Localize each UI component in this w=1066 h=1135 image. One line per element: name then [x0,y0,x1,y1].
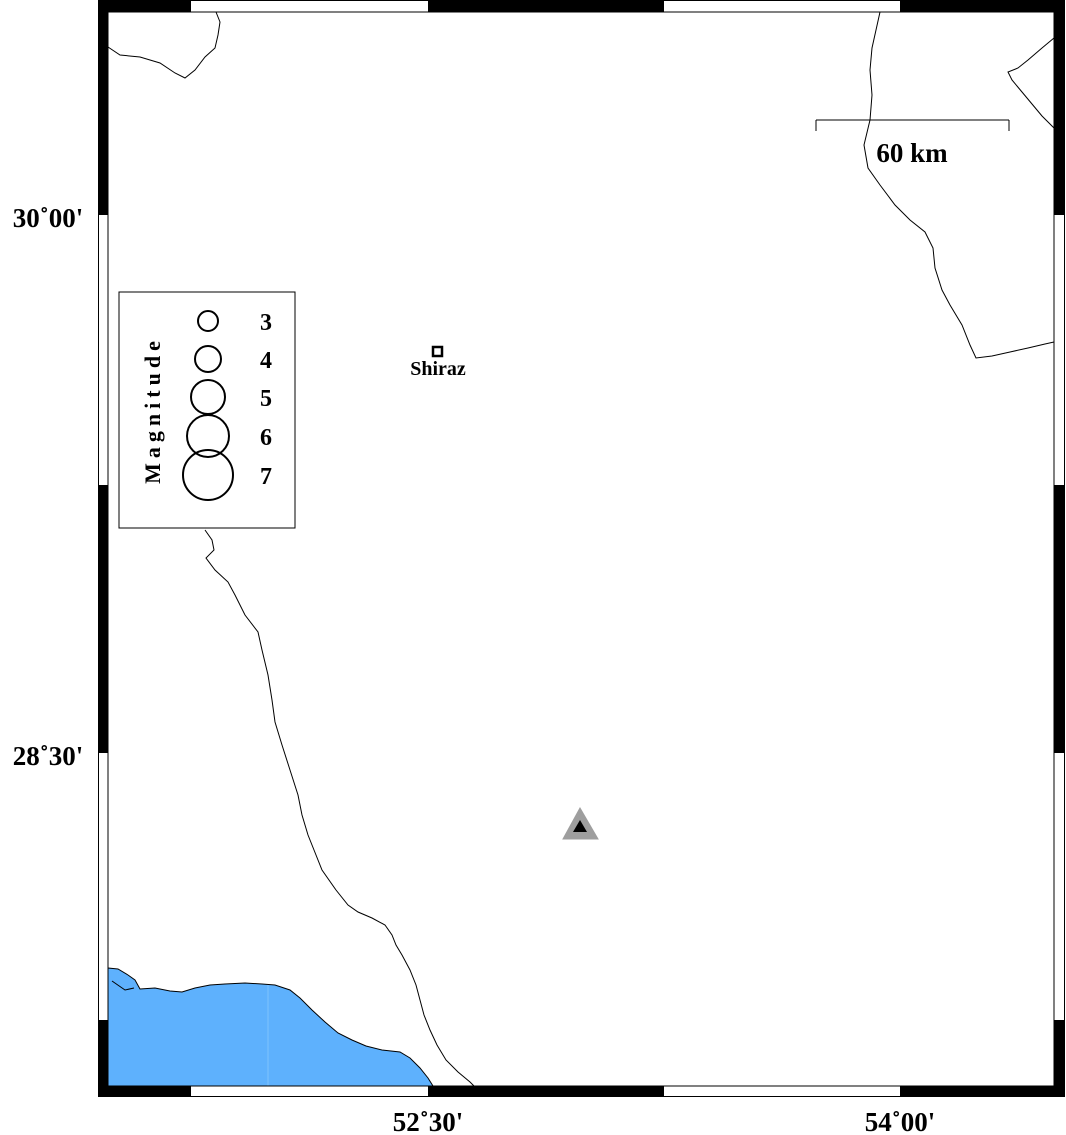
border-line-nw [107,11,221,79]
lat-label-28-30: 28˚30' [13,741,84,771]
legend-label-4: 4 [260,348,272,374]
frame-seg-right [1054,485,1065,753]
scale-bar-label: 60 km [876,138,948,168]
frame-seg-top [900,0,1064,12]
legend-circle-3 [197,310,219,332]
city-square-icon [431,345,444,358]
legend-circle-4 [194,345,222,373]
lon-label-54: 54˚00' [865,1107,936,1135]
station-marker [562,806,599,840]
frame-seg-right [1054,1020,1065,1096]
frame-seg-right [1054,0,1065,215]
frame-seg-bottom [98,1086,191,1096]
magnitude-legend: Magnitude 3 4 5 6 7 [118,291,296,529]
frame-seg-left [98,485,108,753]
legend-title: Magnitude [140,336,165,484]
map-frame-inner [107,11,1055,1087]
frame-seg-left [98,0,108,215]
frame-seg-top [428,0,664,12]
legend-label-6: 6 [260,425,272,451]
border-line-ne [863,11,1055,359]
lon-label-52-30: 52˚30' [393,1107,464,1135]
frame-seg-bottom [428,1086,664,1096]
legend-circle-6 [186,414,230,458]
station-inner-triangle [573,820,587,832]
border-line-ne2 [1007,37,1055,129]
legend-label-7: 7 [260,464,272,490]
scale-bar: 60 km [815,119,1010,168]
legend-label-3: 3 [260,310,272,336]
frame-seg-bottom [900,1086,1064,1096]
border-line-west [204,529,475,1087]
city-label: Shiraz [410,358,466,380]
lat-label-30: 30˚00' [13,203,84,233]
city-marker: Shiraz [410,345,466,380]
legend-label-5: 5 [260,386,272,412]
frame-seg-left [98,1020,108,1096]
legend-circle-7 [182,449,234,501]
coast-detail [111,980,135,991]
frame-seg-top [98,0,191,12]
sea-area [107,967,434,1087]
